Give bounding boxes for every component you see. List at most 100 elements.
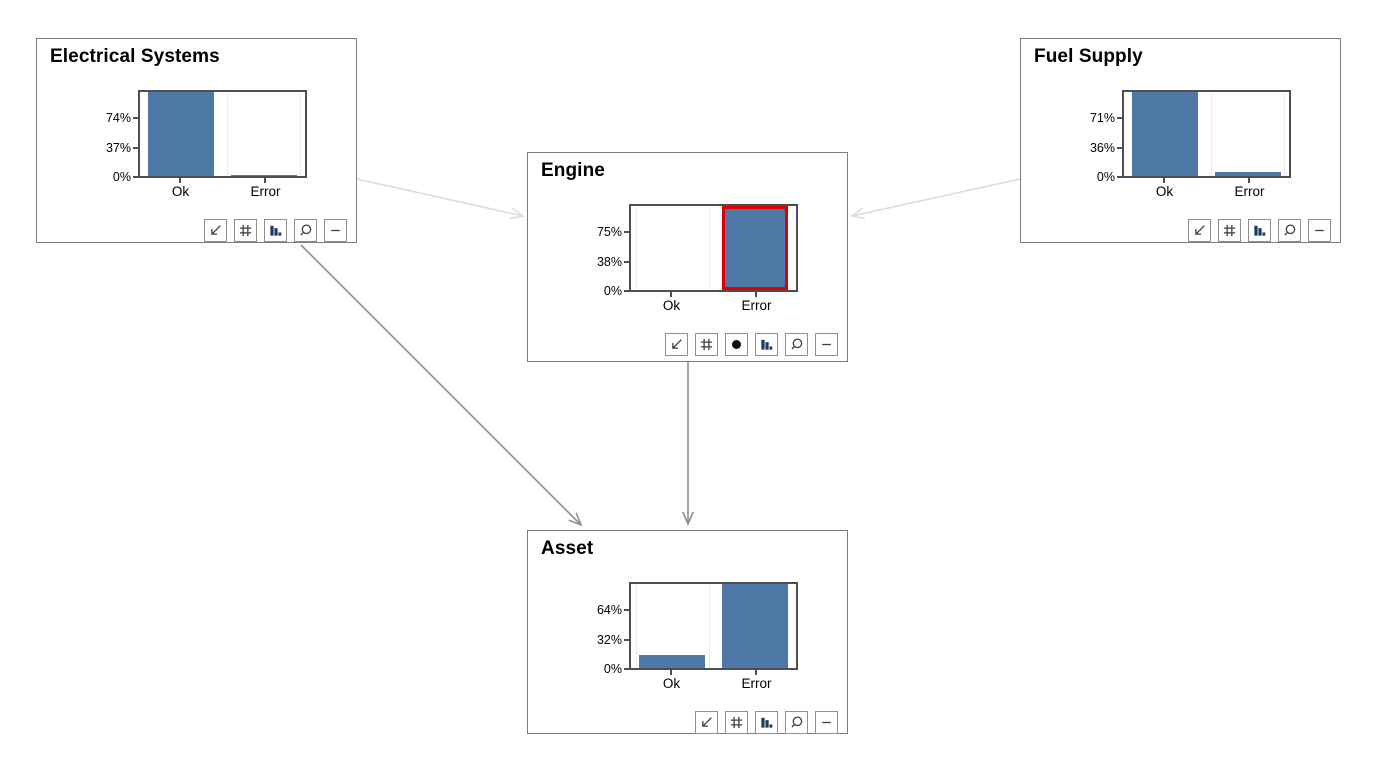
resize-arrow-button[interactable]	[665, 333, 688, 356]
category-label-error: Error	[741, 676, 772, 691]
gridline	[1284, 92, 1286, 176]
minimize-button[interactable]	[324, 219, 347, 242]
x-tick-mark	[179, 178, 181, 183]
node-fuel-supply[interactable]: Fuel Supply 71% 36% 0% Ok Error	[1020, 38, 1341, 243]
bar-chart-button[interactable]	[755, 333, 778, 356]
gridline	[300, 92, 302, 176]
resize-arrow-button[interactable]	[695, 711, 718, 734]
minimize-icon	[1315, 229, 1324, 232]
node-engine[interactable]: Engine 75% 38% 0% Ok Error	[527, 152, 848, 362]
node-toolbar	[204, 219, 347, 242]
grid-button[interactable]	[725, 711, 748, 734]
resize-arrow-icon	[211, 225, 221, 235]
bar-ok[interactable]	[148, 92, 215, 176]
magnifier-icon	[1284, 224, 1296, 236]
bar-ok[interactable]	[639, 654, 706, 668]
bar-chart-button[interactable]	[755, 711, 778, 734]
gridline	[708, 206, 710, 290]
bar-error-evidence[interactable]	[721, 206, 788, 290]
bar-chart-icon	[1254, 225, 1266, 236]
grid-button[interactable]	[1218, 219, 1241, 242]
bar-chart-button[interactable]	[264, 219, 287, 242]
y-tick-mark	[133, 147, 138, 149]
bar-error[interactable]	[230, 174, 297, 176]
bar-error[interactable]	[721, 584, 788, 668]
y-tick-mark	[1117, 176, 1122, 178]
resize-arrow-button[interactable]	[1188, 219, 1211, 242]
y-tick-mark	[133, 176, 138, 178]
magnifier-button[interactable]	[1278, 219, 1301, 242]
node-title: Electrical Systems	[50, 46, 220, 67]
node-title: Fuel Supply	[1034, 46, 1143, 67]
minimize-icon	[822, 343, 831, 346]
bar-chart-icon	[270, 225, 282, 236]
bar-chart-icon	[761, 717, 773, 728]
minimize-button[interactable]	[815, 711, 838, 734]
y-tick-label: 0%	[112, 170, 131, 184]
x-tick-mark	[755, 670, 757, 675]
grid-button[interactable]	[695, 333, 718, 356]
magnifier-button[interactable]	[785, 711, 808, 734]
bar-chart-icon	[761, 339, 773, 350]
y-tick-label: 0%	[603, 284, 622, 298]
category-label-error: Error	[250, 184, 281, 199]
y-tick-mark	[624, 290, 629, 292]
x-tick-mark	[264, 178, 266, 183]
node-title: Asset	[541, 538, 594, 559]
edge-electrical-to-engine[interactable]	[356, 178, 525, 220]
y-tick-mark	[624, 639, 629, 641]
bar-error[interactable]	[1214, 172, 1281, 176]
node-asset[interactable]: Asset 64% 32% 0% Ok Error	[527, 530, 848, 734]
y-tick-mark	[624, 231, 629, 233]
minimize-button[interactable]	[1308, 219, 1331, 242]
probability-chart	[629, 582, 798, 670]
magnifier-icon	[791, 716, 803, 728]
evidence-dot-icon	[732, 340, 741, 349]
minimize-button[interactable]	[815, 333, 838, 356]
resize-arrow-button[interactable]	[204, 219, 227, 242]
node-toolbar	[695, 711, 838, 734]
edge-electrical-to-asset[interactable]	[300, 244, 583, 527]
x-tick-mark	[1163, 178, 1165, 183]
y-tick-mark	[1117, 117, 1122, 119]
minimize-icon	[822, 721, 831, 724]
gridline	[708, 584, 710, 668]
magnifier-icon	[300, 224, 312, 236]
magnifier-button[interactable]	[785, 333, 808, 356]
bar-chart-button[interactable]	[1248, 219, 1271, 242]
gridline	[635, 206, 637, 290]
gridline	[1211, 92, 1213, 176]
gridline	[635, 584, 637, 668]
x-tick-mark	[1248, 178, 1250, 183]
magnifier-button[interactable]	[294, 219, 317, 242]
bar-ok[interactable]	[1132, 92, 1199, 176]
y-tick-label: 64%	[596, 603, 622, 617]
category-label-ok: Ok	[662, 676, 681, 691]
y-tick-label: 32%	[596, 633, 622, 647]
y-tick-mark	[624, 668, 629, 670]
edge-fuel-to-engine[interactable]	[850, 178, 1021, 220]
gridline	[227, 92, 229, 176]
y-tick-mark	[624, 609, 629, 611]
category-label-error: Error	[1234, 184, 1265, 199]
probability-chart	[1122, 90, 1291, 178]
node-title: Engine	[541, 160, 605, 181]
y-tick-label: 74%	[105, 111, 131, 125]
grid-icon	[730, 716, 743, 729]
y-tick-label: 0%	[603, 662, 622, 676]
resize-arrow-icon	[1195, 225, 1205, 235]
node-toolbar	[665, 333, 838, 356]
y-tick-label: 0%	[1096, 170, 1115, 184]
node-electrical-systems[interactable]: Electrical Systems 74% 37% 0% Ok Error	[36, 38, 357, 243]
magnifier-icon	[791, 338, 803, 350]
x-tick-mark	[755, 292, 757, 297]
evidence-dot-button[interactable]	[725, 333, 748, 356]
resize-arrow-icon	[702, 717, 712, 727]
category-label-ok: Ok	[171, 184, 190, 199]
y-tick-label: 37%	[105, 141, 131, 155]
x-tick-mark	[670, 670, 672, 675]
grid-button[interactable]	[234, 219, 257, 242]
grid-icon	[1223, 224, 1236, 237]
